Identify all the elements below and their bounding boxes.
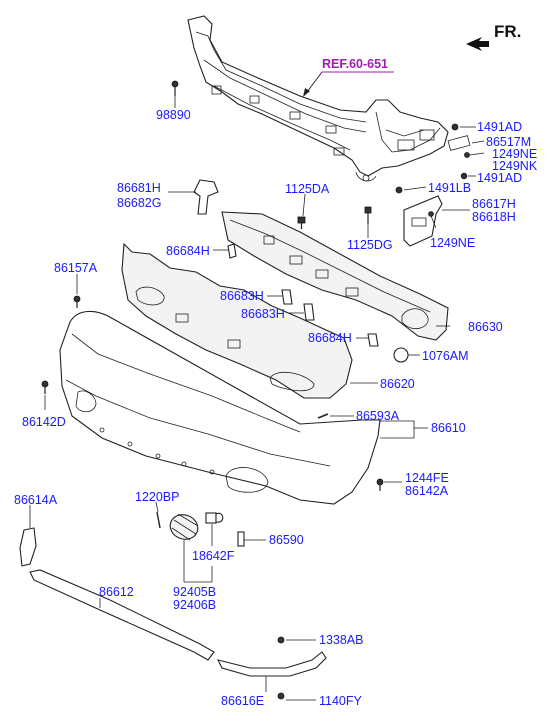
clip-86590 xyxy=(237,531,245,547)
clip-86683h-lower xyxy=(303,303,315,321)
part-label: 86683H xyxy=(241,307,285,321)
bracket-86681h xyxy=(193,179,219,215)
part-label: 86590 xyxy=(269,533,304,547)
part-label: 1249NE xyxy=(492,147,537,161)
skid-plate-86612 xyxy=(29,569,215,661)
part-label: 1076AM xyxy=(422,349,469,363)
part-label: 86681H xyxy=(117,181,161,195)
bolt-1125dg xyxy=(364,206,372,224)
retainer-86593a xyxy=(317,413,329,419)
part-label: 86157A xyxy=(54,261,98,275)
bracket-86617h xyxy=(403,195,443,247)
part-label: 86142D xyxy=(22,415,66,429)
part-label: 18642F xyxy=(192,549,235,563)
screw-1220bp xyxy=(156,511,161,529)
part-label: 1338AB xyxy=(319,633,363,647)
part-label: 1125DG xyxy=(347,238,393,252)
bolt-1244fe xyxy=(376,478,384,491)
part-label: 86683H xyxy=(220,289,264,303)
leader-lines xyxy=(29,96,485,701)
upper-right-hardware xyxy=(395,123,471,194)
part-label: 1125DA xyxy=(285,182,330,196)
part-label: 86616E xyxy=(221,694,264,708)
bolt-1125da xyxy=(297,216,306,229)
part-label: 86614A xyxy=(14,493,58,507)
reference-leader xyxy=(303,71,394,97)
part-label: 1244FE xyxy=(405,471,449,485)
energy-absorber-86630 xyxy=(221,211,449,341)
part-label: 86618H xyxy=(472,210,516,224)
front-direction-arrow xyxy=(466,37,489,51)
part-label: 1491LB xyxy=(428,181,471,195)
bracket-86614a xyxy=(19,527,37,567)
bumper-beam-86620 xyxy=(121,242,353,399)
part-label: 86612 xyxy=(99,585,134,599)
clip-86683h-upper xyxy=(281,289,293,305)
part-label: 1140FY xyxy=(319,694,363,708)
part-label: 98890 xyxy=(156,108,191,122)
part-label: 86620 xyxy=(380,377,415,391)
part-label: 86684H xyxy=(308,331,352,345)
part-label: 1249NK xyxy=(492,159,538,173)
part-label: 1249NE xyxy=(430,236,475,250)
part-label: 86630 xyxy=(468,320,503,334)
part-label: 1491AD xyxy=(477,171,522,185)
bumper-cover-86610 xyxy=(59,310,381,505)
part-label: 86610 xyxy=(431,421,466,435)
reflector-92405b xyxy=(169,513,199,541)
part-label: 1220BP xyxy=(135,490,179,504)
part-label: 1491AD xyxy=(477,120,522,134)
bolt-86142d xyxy=(41,380,49,394)
part-label: 92406B xyxy=(173,598,216,612)
lower-molding-86616e xyxy=(216,636,327,700)
cap-1076am xyxy=(393,347,409,363)
part-label: 86142A xyxy=(405,484,449,498)
part-label: 86617H xyxy=(472,197,516,211)
bulb-18642f xyxy=(205,512,224,524)
clip-86684h-right xyxy=(367,333,379,347)
body-front-panel xyxy=(187,15,449,182)
part-label: 86682G xyxy=(117,196,161,210)
part-label: 92405B xyxy=(173,585,216,599)
clip-86684h-left xyxy=(227,243,237,259)
reference-label: REF.60-651 xyxy=(322,57,388,71)
bolt-98890 xyxy=(171,80,179,96)
front-direction-label: FR. xyxy=(494,22,521,41)
bolt-86157a xyxy=(73,295,81,308)
part-label: 86593A xyxy=(356,409,400,423)
part-label: 86684H xyxy=(166,244,210,258)
part-label: 86517M xyxy=(486,135,531,149)
